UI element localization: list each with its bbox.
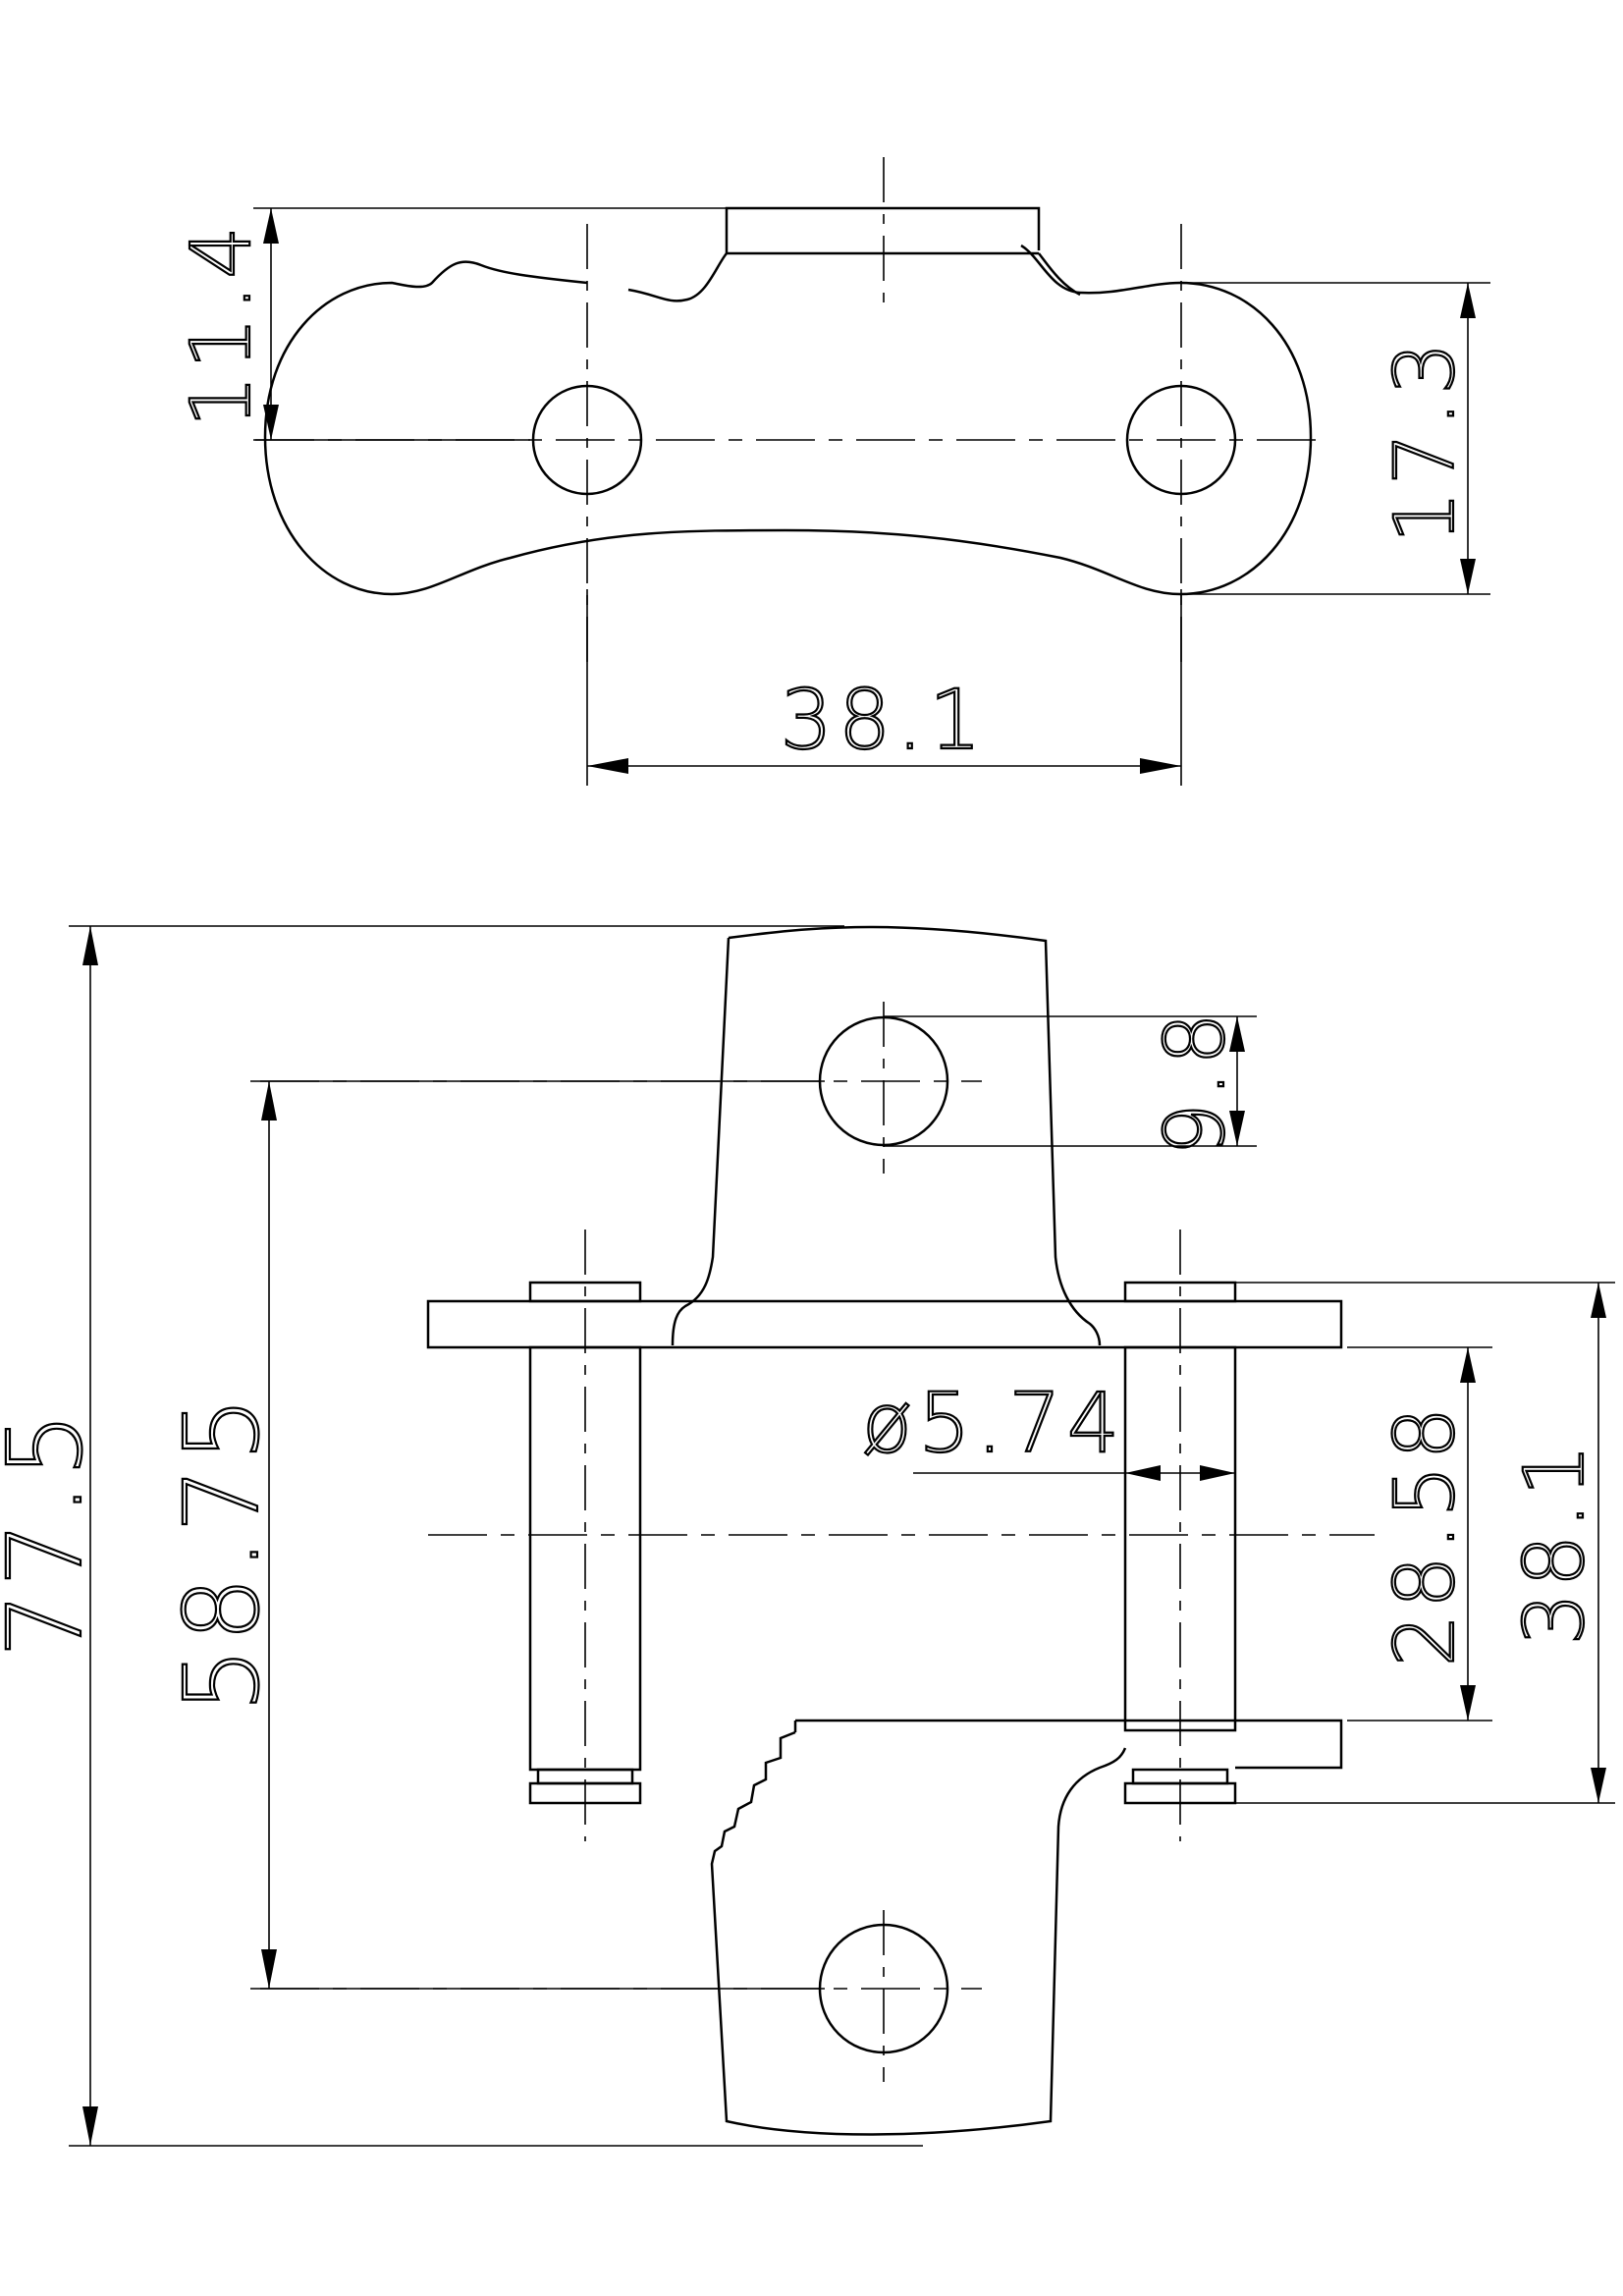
top-tab-fillet-left xyxy=(627,252,728,302)
dim-label-28-58: 28.58 xyxy=(1377,1401,1473,1667)
pin-head-left-top xyxy=(528,1281,642,1303)
top-tab xyxy=(725,206,1041,255)
top-link-outline xyxy=(263,244,1313,596)
dim-label-38-1-top: 38.1 xyxy=(780,672,987,768)
dim-label-11-4: 11.4 xyxy=(173,220,269,427)
upper-plate xyxy=(426,1299,1343,1349)
side-view: 77.5 58.75 9.8 ø5.74 28.58 38.1 xyxy=(0,925,1615,2147)
dim-label-pin-diameter: ø5.74 xyxy=(862,1375,1125,1471)
dim-label-9-8: 9.8 xyxy=(1147,1007,1243,1156)
top-view: 11.4 17.3 38.1 xyxy=(172,157,1490,786)
lower-tab-outline xyxy=(710,1730,1127,2136)
top-tab-fillet-right xyxy=(1038,252,1081,297)
dim-label-77-5: 77.5 xyxy=(0,1406,105,1658)
dim-label-58-75: 58.75 xyxy=(162,1391,282,1713)
upper-tab-outline xyxy=(671,925,1102,1346)
dim-label-38-1-side: 38.1 xyxy=(1506,1438,1602,1645)
pin-head-right-top xyxy=(1123,1281,1237,1303)
lower-plate xyxy=(793,1719,1343,1770)
dim-label-17-3: 17.3 xyxy=(1377,336,1473,543)
